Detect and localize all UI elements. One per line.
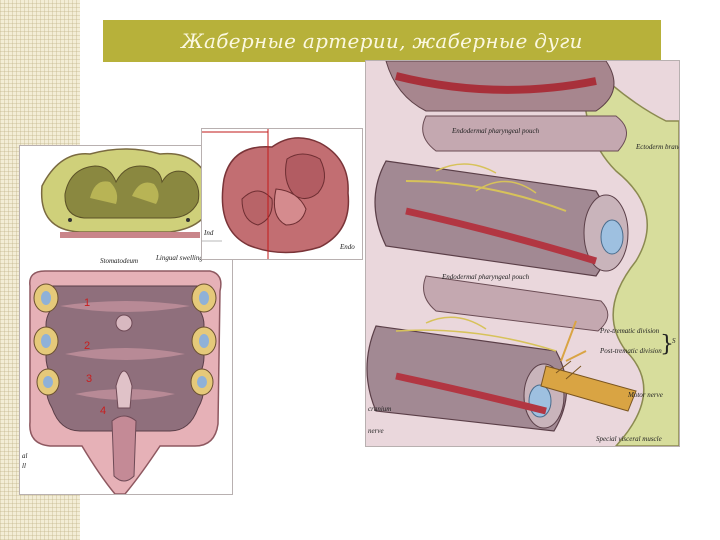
embryo-figure: Ind Endo [201, 128, 363, 260]
ectodermal-groove-label: Ectoderm branchial groove [635, 143, 679, 151]
title-bar: Жаберные артерии, жаберные дуги [103, 20, 661, 62]
endodermal-pouch-top-label: Endodermal pharyngeal pouch [451, 127, 540, 135]
endodermal-pouch-mid-label: Endodermal pharyngeal pouch [441, 273, 530, 281]
stomatodeum-label: Stomatodeum [100, 257, 138, 265]
pharyngeal-arch-detail-figure: Endodermal pharyngeal pouch Endodermal p… [365, 60, 680, 447]
motor-nerve-label: Motor nerve [627, 391, 663, 399]
special-visceral-muscle-label: Special visceral muscle [596, 435, 662, 443]
cranium-fragment-label: cranium [368, 405, 391, 413]
left-edge-mark-1: al [22, 452, 28, 460]
brace-fragment-label: S [672, 337, 676, 345]
arch-number-2: 2 [84, 340, 90, 352]
division-brace: } [660, 332, 674, 357]
embryo-fragment-label-2: Endo [339, 243, 355, 251]
slide-title: Жаберные артерии, жаберные дуги [181, 29, 583, 53]
arch-number-1: 1 [84, 297, 90, 309]
posttrematic-label: Post-trematic division [599, 347, 662, 355]
embryo-fragment-label-1: Ind [203, 229, 214, 237]
pharynx-cross-section-figure: Stomatodeum Lingual swelling 1 2 3 4 al … [19, 145, 233, 495]
pretrematic-label: Pre-trematic division [599, 327, 660, 335]
embryo-drawing: Ind Endo [202, 129, 355, 259]
nerve-fragment-label: nerve [368, 427, 384, 435]
pharyngeal-arch-detail-drawing: Endodermal pharyngeal pouch Endodermal p… [366, 61, 679, 446]
lingual-swelling-label: Lingual swelling [155, 254, 203, 262]
arch-number-3: 3 [86, 373, 92, 385]
pharynx-cross-section-drawing: Stomatodeum Lingual swelling 1 2 3 4 al … [22, 148, 222, 494]
arch-number-4: 4 [100, 405, 106, 417]
left-edge-mark-2: ll [22, 462, 26, 470]
